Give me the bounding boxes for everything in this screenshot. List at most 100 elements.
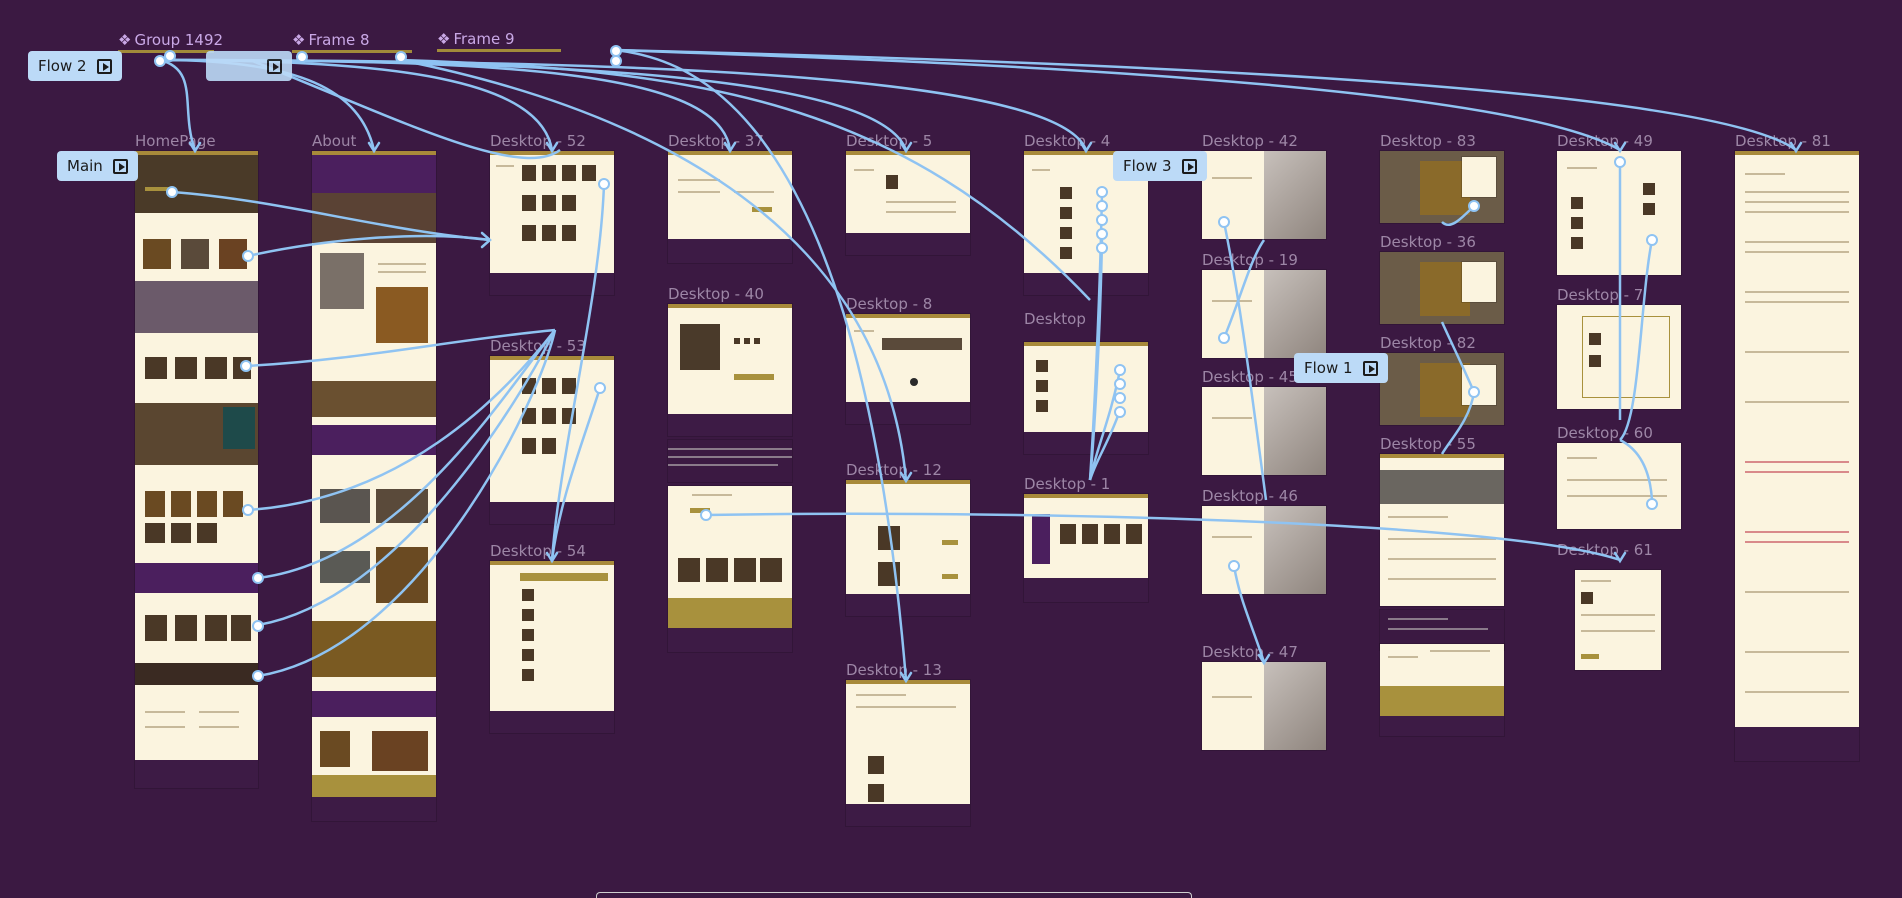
frame-label-d36: Desktop - 36 [1380, 233, 1476, 251]
connector-node[interactable] [164, 50, 176, 62]
frame-d83[interactable] [1380, 151, 1504, 223]
frame-d82[interactable] [1380, 353, 1504, 425]
frame-label-d81: Desktop - 81 [1735, 132, 1831, 150]
frame-label-homepage: HomePage [135, 132, 216, 150]
connector-node[interactable] [1468, 200, 1480, 212]
frame-d5[interactable] [846, 151, 970, 255]
horizontal-scrollbar[interactable] [596, 892, 1192, 898]
frame-label-d60: Desktop - 60 [1557, 424, 1653, 442]
frame-d19[interactable] [1202, 270, 1326, 358]
flow-1-chip[interactable]: Flow 1 [1294, 353, 1388, 383]
connector-node[interactable] [1646, 234, 1658, 246]
connector-node[interactable] [1218, 332, 1230, 344]
group-1492-label[interactable]: ❖Group 1492 [118, 31, 224, 49]
connector-node[interactable] [1614, 156, 1626, 168]
main-flow-chip[interactable]: Main [57, 151, 138, 181]
frame-d55-contact[interactable] [1380, 644, 1504, 736]
frame-d47[interactable] [1202, 662, 1326, 750]
flow-3-chip[interactable]: Flow 3 [1113, 151, 1207, 181]
connector-node[interactable] [1096, 186, 1108, 198]
frame-d55[interactable] [1380, 454, 1504, 606]
connector-node[interactable] [1114, 392, 1126, 404]
frame-d3[interactable] [1024, 342, 1148, 454]
connector-node[interactable] [1114, 364, 1126, 376]
frame-label-about: About [312, 132, 357, 150]
frame-d55-notes[interactable] [1380, 610, 1504, 650]
frame-d40-detail[interactable] [668, 486, 792, 652]
connector-node[interactable] [154, 55, 166, 67]
frame-label-d1: Desktop - 1 [1024, 475, 1111, 493]
connector-node[interactable] [1468, 386, 1480, 398]
frame-d37[interactable] [668, 151, 792, 263]
connector-node[interactable] [594, 382, 606, 394]
frame-label-d40: Desktop - 40 [668, 285, 764, 303]
connector-node[interactable] [1218, 216, 1230, 228]
frame-8-label[interactable]: ❖Frame 8 [292, 31, 370, 49]
connector-node[interactable] [166, 186, 178, 198]
connector-node[interactable] [1096, 228, 1108, 240]
frame-label-d4: Desktop - 4 [1024, 132, 1111, 150]
frame-d36[interactable] [1380, 252, 1504, 324]
connector-node[interactable] [598, 178, 610, 190]
connector-node[interactable] [610, 55, 622, 67]
frame-label-d37: Desktop - 37 [668, 132, 764, 150]
frame-d1[interactable] [1024, 494, 1148, 602]
connector-node[interactable] [1646, 498, 1658, 510]
frame-label-d49: Desktop - 49 [1557, 132, 1653, 150]
frame-label-d54: Desktop - 54 [490, 542, 586, 560]
connector-node[interactable] [296, 51, 308, 63]
connector-node[interactable] [240, 360, 252, 372]
connector-node[interactable] [242, 504, 254, 516]
connector-node[interactable] [252, 670, 264, 682]
frame-d7[interactable] [1557, 305, 1681, 409]
frame-d40[interactable] [668, 304, 792, 436]
frame-label-d53: Desktop - 53 [490, 337, 586, 355]
frame-d61[interactable] [1575, 570, 1661, 670]
frame-d12[interactable] [846, 480, 970, 616]
component-icon: ❖ [118, 31, 132, 49]
connector-node[interactable] [700, 509, 712, 521]
frame-9-label[interactable]: ❖Frame 9 [437, 30, 515, 48]
frame-d52[interactable] [490, 151, 614, 295]
play-icon [112, 158, 128, 174]
connector-node[interactable] [1096, 242, 1108, 254]
connector-node[interactable] [1228, 560, 1240, 572]
frame-label-d8: Desktop - 8 [846, 295, 933, 313]
frame-d40-text[interactable] [668, 440, 792, 482]
frame-label-d61: Desktop - 61 [1557, 541, 1653, 559]
play-icon [267, 58, 282, 74]
frame-9-bar[interactable] [437, 49, 561, 52]
frame-label-d13: Desktop - 13 [846, 661, 942, 679]
frame-d46[interactable] [1202, 506, 1326, 594]
frame-8-bar[interactable] [292, 50, 412, 53]
frame-label-d3: Desktop [1024, 310, 1086, 328]
frame-label-d55: Desktop - 55 [1380, 435, 1476, 453]
frame-d81[interactable] [1735, 151, 1859, 761]
arrowhead [480, 231, 492, 249]
connector-node[interactable] [1114, 406, 1126, 418]
frame-d53[interactable] [490, 356, 614, 524]
frame-label-d12: Desktop - 12 [846, 461, 942, 479]
flow-chip-stacked[interactable] [206, 51, 292, 81]
connector-node[interactable] [252, 572, 264, 584]
frame-d54[interactable] [490, 561, 614, 733]
frame-d13[interactable] [846, 680, 970, 826]
frame-d8[interactable] [846, 314, 970, 424]
flow-2-chip[interactable]: Flow 2 [28, 51, 122, 81]
frame-homepage[interactable] [135, 151, 258, 788]
frame-about[interactable] [312, 151, 436, 821]
connector [159, 58, 1088, 151]
connector-node[interactable] [242, 250, 254, 262]
frame-d49[interactable] [1557, 151, 1681, 275]
frame-label-d7: Desktop - 7 [1557, 286, 1644, 304]
connector-node[interactable] [1096, 200, 1108, 212]
component-icon: ❖ [437, 30, 451, 48]
connector-node[interactable] [1096, 214, 1108, 226]
frame-d60[interactable] [1557, 443, 1681, 529]
frame-label-d47: Desktop - 47 [1202, 643, 1298, 661]
connector-node[interactable] [252, 620, 264, 632]
connector-node[interactable] [395, 51, 407, 63]
frame-d45[interactable] [1202, 387, 1326, 475]
connector-node[interactable] [1114, 378, 1126, 390]
